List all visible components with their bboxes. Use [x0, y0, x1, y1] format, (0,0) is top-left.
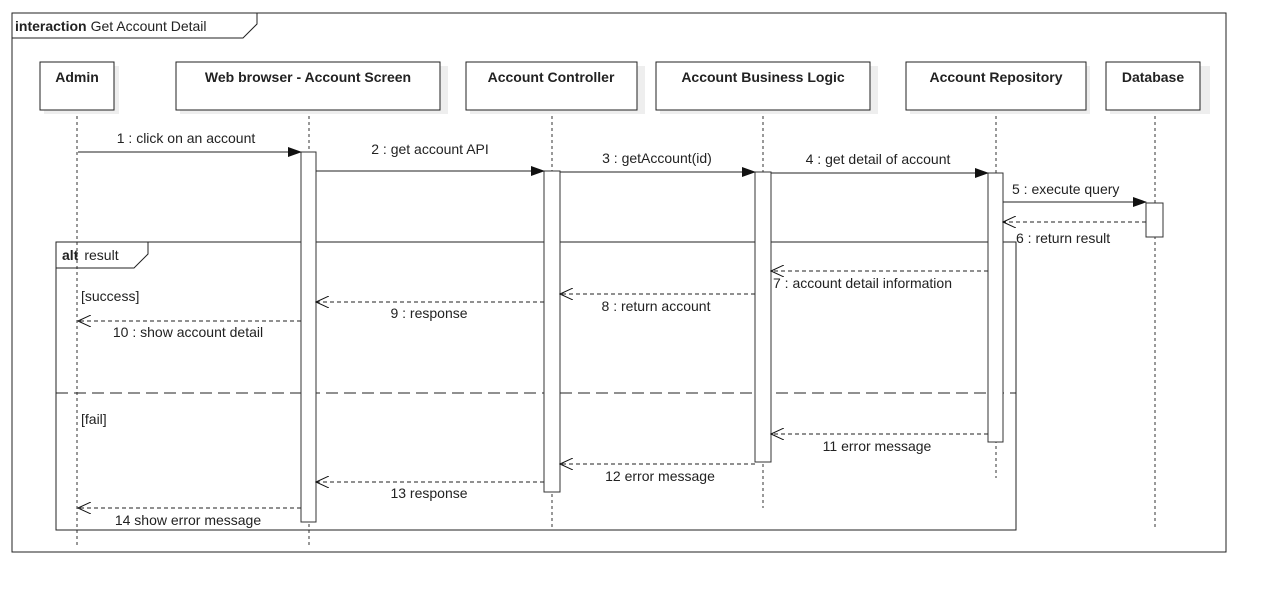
message-label: 10 : show account detail — [113, 324, 263, 340]
activation-db — [1145, 202, 1164, 238]
guard-success: [success] — [81, 288, 139, 304]
activations — [300, 151, 1164, 523]
participant-label: Account Repository — [929, 69, 1062, 85]
message-label: 1 : click on an account — [117, 130, 256, 146]
participant-admin: Admin — [39, 61, 119, 114]
message-7: 7 : account detail information — [771, 271, 988, 291]
participant-label: Web browser - Account Screen — [205, 69, 411, 85]
activation-browser — [300, 151, 317, 523]
message-label: 9 : response — [390, 305, 467, 321]
activation-logic — [754, 171, 772, 463]
message-label: 11 error message — [823, 438, 932, 454]
message-2: 2 : get account API — [316, 141, 545, 176]
message-label: 2 : get account API — [371, 141, 489, 157]
activation-repo — [987, 172, 1004, 443]
participant-repo: Account Repository — [905, 61, 1090, 114]
message-12: 12 error message — [560, 464, 755, 484]
message-13: 13 response — [316, 482, 544, 501]
activation-controller — [543, 170, 561, 493]
message-label: 4 : get detail of account — [806, 151, 951, 167]
message-9: 9 : response — [316, 302, 544, 321]
message-label: 3 : getAccount(id) — [602, 150, 712, 166]
message-label: 7 : account detail information — [773, 275, 952, 291]
message-4: 4 : get detail of account — [771, 151, 989, 178]
participant-db: Database — [1105, 61, 1210, 114]
participant-label: Account Business Logic — [681, 69, 845, 85]
message-5: 5 : execute query — [1003, 181, 1147, 207]
participant-label: Admin — [55, 69, 99, 85]
messages: 1 : click on an account 2 : get account … — [78, 130, 1147, 528]
participant-controller: Account Controller — [465, 61, 645, 114]
message-label: 12 error message — [605, 468, 715, 484]
guard-fail: [fail] — [81, 411, 107, 427]
message-1: 1 : click on an account — [78, 130, 302, 157]
message-label: 8 : return account — [602, 298, 711, 314]
message-6: 6 : return result — [1003, 222, 1146, 246]
participant-logic: Account Business Logic — [655, 61, 878, 114]
message-label: 13 response — [390, 485, 467, 501]
message-14: 14 show error message — [78, 508, 301, 528]
message-8: 8 : return account — [560, 294, 755, 314]
message-3: 3 : getAccount(id) — [560, 150, 756, 177]
participant-label: Database — [1122, 69, 1184, 85]
message-11: 11 error message — [771, 434, 988, 454]
message-10: 10 : show account detail — [78, 321, 301, 340]
participant-label: Account Controller — [488, 69, 615, 85]
message-label: 5 : execute query — [1012, 181, 1119, 197]
message-label: 6 : return result — [1016, 230, 1110, 246]
participant-browser: Web browser - Account Screen — [175, 61, 448, 114]
message-label: 14 show error message — [115, 512, 262, 528]
